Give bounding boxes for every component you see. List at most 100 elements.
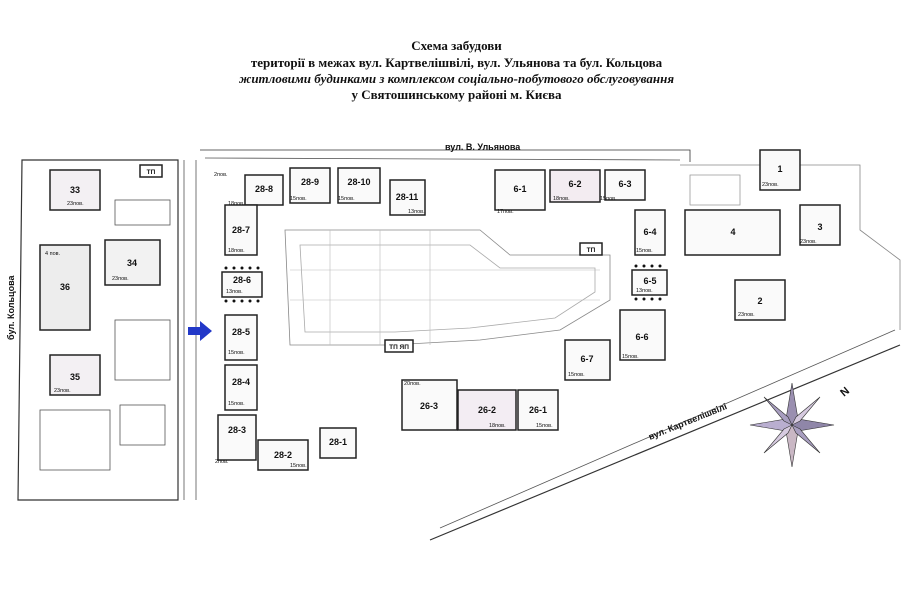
building-28-5[interactable] xyxy=(224,314,258,361)
label-28-3: 28-3 xyxy=(228,425,246,435)
map-subtitle-2: житловими будинками з комплексом соціаль… xyxy=(238,71,675,86)
svg-text:15пов.: 15пов. xyxy=(290,463,307,469)
svg-text:4 пов.: 4 пов. xyxy=(45,251,61,257)
label-28-10: 28-10 xyxy=(347,177,370,187)
svg-text:15пов.: 15пов. xyxy=(536,423,553,429)
substation-3 xyxy=(384,339,414,353)
label-34: 34 xyxy=(127,258,137,268)
svg-text:13пов.: 13пов. xyxy=(408,209,425,215)
building-26-1[interactable] xyxy=(517,389,559,431)
building-28-4[interactable] xyxy=(224,364,258,411)
site-outlines xyxy=(17,149,901,541)
building-labels: 33 34 36 35 28-8 28-9 28-10 28-11 28-7 2… xyxy=(60,164,823,460)
street-label-ulyanova: вул. В. Ульянова xyxy=(445,142,521,152)
label-28-6: 28-6 xyxy=(233,275,251,285)
svg-text:23пов.: 23пов. xyxy=(112,276,129,282)
label-6-4: 6-4 xyxy=(643,227,656,237)
svg-text:13пов.: 13пов. xyxy=(226,289,243,295)
north-label: N xyxy=(838,385,852,399)
building-26-2[interactable] xyxy=(457,389,517,431)
svg-text:17пов.: 17пов. xyxy=(497,209,514,215)
svg-text:15пов.: 15пов. xyxy=(622,354,639,360)
building-1[interactable] xyxy=(759,149,801,191)
label-26-2: 26-2 xyxy=(478,405,496,415)
building-28-6[interactable] xyxy=(221,271,263,298)
substation-1 xyxy=(139,164,163,178)
building-28-8[interactable] xyxy=(244,174,284,206)
svg-text:15пов.: 15пов. xyxy=(338,196,355,202)
svg-text:ТП ЯП: ТП ЯП xyxy=(389,344,409,351)
building-28-2[interactable] xyxy=(257,439,309,471)
svg-text:15пов.: 15пов. xyxy=(600,196,617,202)
building-28-7[interactable] xyxy=(224,204,258,256)
building-2[interactable] xyxy=(734,279,786,321)
svg-text:ТП: ТП xyxy=(587,247,596,254)
street-label-koltsova: бул. Кольцова xyxy=(6,274,16,340)
svg-text:18пов.: 18пов. xyxy=(489,423,506,429)
building-28-10[interactable] xyxy=(337,167,381,204)
building-28-1[interactable] xyxy=(319,427,357,459)
marker-dots xyxy=(224,264,662,303)
label-1: 1 xyxy=(777,164,782,174)
label-3: 3 xyxy=(817,222,822,232)
building-3[interactable] xyxy=(799,204,841,246)
building-6-7[interactable] xyxy=(564,339,611,381)
label-36: 36 xyxy=(60,282,70,292)
label-26-3: 26-3 xyxy=(420,401,438,411)
svg-text:23пов.: 23пов. xyxy=(54,388,71,394)
label-26-1: 26-1 xyxy=(529,405,547,415)
label-2: 2 xyxy=(757,296,762,306)
building-28-3[interactable] xyxy=(217,414,257,461)
building-28-11[interactable] xyxy=(389,179,426,216)
label-28-4: 28-4 xyxy=(232,377,250,387)
compass-rose-icon: N xyxy=(749,382,852,468)
label-6-7: 6-7 xyxy=(580,354,593,364)
buildings-layer xyxy=(39,149,841,471)
label-6-5: 6-5 xyxy=(643,276,656,286)
label-28-8: 28-8 xyxy=(255,184,273,194)
label-6-2: 6-2 xyxy=(568,179,581,189)
building-33[interactable] xyxy=(49,169,101,211)
label-28-5: 28-5 xyxy=(232,327,250,337)
map-subtitle-1: території в межах вул. Картвелішвілі, ву… xyxy=(250,55,663,70)
svg-text:20пов.: 20пов. xyxy=(404,381,421,387)
svg-text:23пов.: 23пов. xyxy=(800,239,817,245)
building-6-5[interactable] xyxy=(631,269,668,296)
building-6-1[interactable] xyxy=(494,169,546,211)
svg-text:18пов.: 18пов. xyxy=(228,201,245,207)
building-26-3[interactable] xyxy=(401,379,458,431)
map-subtitle-3: у Святошинському районі м. Києва xyxy=(351,87,562,102)
building-35[interactable] xyxy=(49,354,101,396)
label-6-1: 6-1 xyxy=(513,184,526,194)
label-28-11: 28-11 xyxy=(396,192,419,202)
map-title: Схема забудови xyxy=(411,38,502,53)
substation-2 xyxy=(579,242,603,256)
svg-text:2пов.: 2пов. xyxy=(214,172,228,178)
svg-text:23пов.: 23пов. xyxy=(762,182,779,188)
label-28-7: 28-7 xyxy=(232,225,250,235)
svg-text:23пов.: 23пов. xyxy=(67,201,84,207)
building-36[interactable] xyxy=(39,244,91,331)
svg-text:18пов.: 18пов. xyxy=(553,196,570,202)
substation-labels: ТП ТП ТП ЯП xyxy=(147,169,596,351)
svg-text:15пов.: 15пов. xyxy=(636,248,653,254)
label-4: 4 xyxy=(730,227,735,237)
building-4[interactable] xyxy=(684,209,781,256)
building-6-4[interactable] xyxy=(634,209,666,256)
svg-text:2пов.: 2пов. xyxy=(215,459,229,465)
building-6-6[interactable] xyxy=(619,309,666,361)
label-28-1: 28-1 xyxy=(329,437,347,447)
building-28-9[interactable] xyxy=(289,167,331,204)
svg-text:13пов.: 13пов. xyxy=(636,288,653,294)
building-34[interactable] xyxy=(104,239,161,286)
label-28-9: 28-9 xyxy=(301,177,319,187)
label-28-2: 28-2 xyxy=(274,450,292,460)
building-6-3[interactable] xyxy=(604,169,646,201)
svg-text:ТП: ТП xyxy=(147,169,156,176)
label-33: 33 xyxy=(70,185,80,195)
building-6-2[interactable] xyxy=(549,169,601,203)
label-6-3: 6-3 xyxy=(618,179,631,189)
svg-text:15пов.: 15пов. xyxy=(290,196,307,202)
svg-text:23пов.: 23пов. xyxy=(738,312,755,318)
